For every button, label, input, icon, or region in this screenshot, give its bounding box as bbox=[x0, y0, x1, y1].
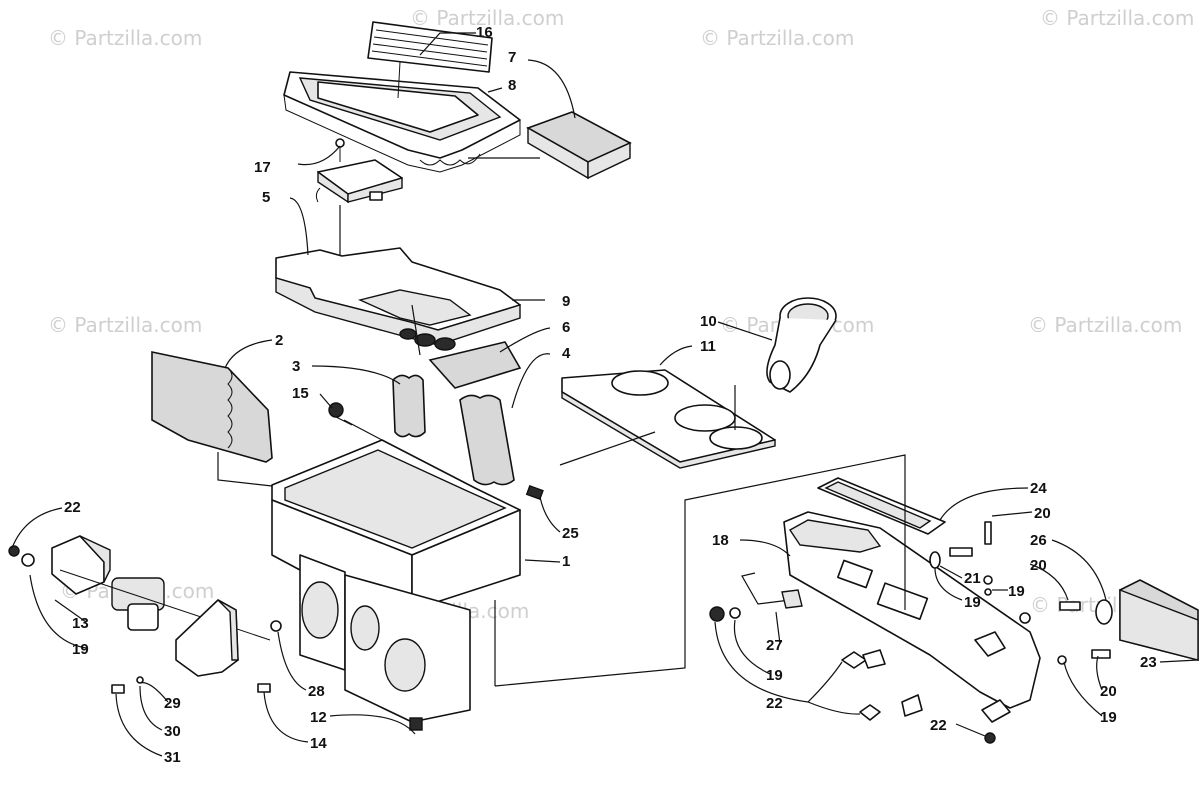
callout-21: 21 bbox=[964, 570, 981, 587]
callout-30: 30 bbox=[164, 723, 181, 740]
part-15-bolt bbox=[328, 402, 353, 426]
watermark-text: © Partzilla.com bbox=[48, 26, 202, 50]
callout-31: 31 bbox=[164, 749, 181, 766]
callout-25: 25 bbox=[562, 525, 579, 542]
callout-22: 22 bbox=[64, 499, 81, 516]
watermark-text: © Partzilla.com bbox=[1040, 6, 1194, 30]
callout-19: 19 bbox=[766, 667, 783, 684]
part-24-gasket bbox=[817, 477, 946, 535]
part-25-fastener bbox=[525, 484, 544, 500]
callout-labels: 16 7 8 17 5 9 6 2 4 3 15 10 11 25 1 22 1… bbox=[64, 24, 1157, 766]
callout-18: 18 bbox=[712, 532, 729, 549]
callout-12: 12 bbox=[310, 709, 327, 726]
callout-5: 5 bbox=[262, 189, 270, 206]
callout-8: 8 bbox=[508, 77, 516, 94]
callout-6: 6 bbox=[562, 319, 570, 336]
callout-28: 28 bbox=[308, 683, 325, 700]
part-10-intake-boot bbox=[766, 297, 837, 393]
callout-24: 24 bbox=[1030, 480, 1047, 497]
callout-19: 19 bbox=[1100, 709, 1117, 726]
callout-23: 23 bbox=[1140, 654, 1157, 671]
callout-2: 2 bbox=[275, 332, 283, 349]
callout-22: 22 bbox=[766, 695, 783, 712]
callout-1: 1 bbox=[562, 553, 570, 570]
callout-3: 3 bbox=[292, 358, 300, 375]
callout-19: 19 bbox=[964, 594, 981, 611]
callout-17: 17 bbox=[254, 159, 271, 176]
part-2-foam-filter bbox=[151, 351, 273, 463]
callout-20: 20 bbox=[1034, 505, 1051, 522]
part-3-foam bbox=[392, 374, 426, 438]
callout-26: 26 bbox=[1030, 532, 1047, 549]
part-13-bracket bbox=[51, 535, 111, 595]
callout-20: 20 bbox=[1030, 557, 1047, 574]
watermark-text: © Partzilla.com bbox=[1028, 313, 1182, 337]
part-16-grille bbox=[367, 21, 493, 73]
leader-lines bbox=[11, 32, 1199, 757]
part-7-foam-pad bbox=[468, 111, 632, 180]
watermark-text: © Partzilla.com bbox=[410, 6, 564, 30]
part-26-plug bbox=[1095, 599, 1113, 625]
assembly-lines bbox=[217, 304, 906, 687]
callout-22: 22 bbox=[930, 717, 947, 734]
watermark-text: © Partzilla.com bbox=[48, 313, 202, 337]
hardware-right bbox=[709, 521, 1111, 744]
callout-27: 27 bbox=[766, 637, 783, 654]
callout-19: 19 bbox=[72, 641, 89, 658]
part-5-tray bbox=[275, 247, 521, 351]
part-23-filter bbox=[1119, 579, 1199, 662]
part-6-foam bbox=[428, 341, 522, 389]
part-29-bracket bbox=[175, 599, 239, 677]
callout-16: 16 bbox=[476, 24, 493, 41]
callout-13: 13 bbox=[72, 615, 89, 632]
callout-20: 20 bbox=[1100, 683, 1117, 700]
part-4-foam bbox=[459, 394, 515, 486]
part-1-airbox bbox=[271, 419, 521, 731]
part-8-airbox-lid bbox=[283, 61, 521, 173]
callout-19: 19 bbox=[1008, 583, 1025, 600]
callout-15: 15 bbox=[292, 385, 309, 402]
callout-11: 11 bbox=[700, 338, 716, 355]
part-11-plate bbox=[561, 369, 776, 469]
callout-9: 9 bbox=[562, 293, 570, 310]
callout-14: 14 bbox=[310, 735, 327, 752]
callout-10: 10 bbox=[700, 313, 717, 330]
callout-4: 4 bbox=[562, 345, 571, 362]
callout-7: 7 bbox=[508, 49, 516, 66]
callout-29: 29 bbox=[164, 695, 181, 712]
part-27-handle bbox=[741, 572, 803, 609]
part-18-duct bbox=[783, 511, 1041, 709]
watermarks: © Partzilla.com © Partzilla.com © Partzi… bbox=[48, 6, 1194, 623]
watermark-text: © Partzilla.com bbox=[700, 26, 854, 50]
